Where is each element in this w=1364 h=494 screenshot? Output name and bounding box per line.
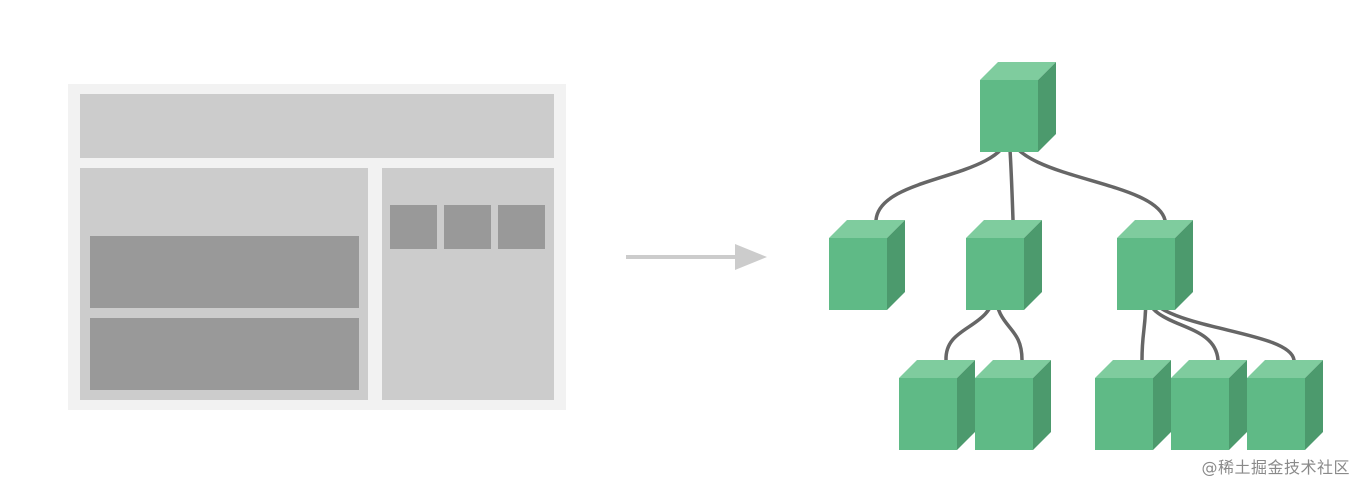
wireframe-sidebar-tile-1	[390, 205, 437, 249]
cube-icon	[966, 220, 1042, 310]
cube-icon	[975, 360, 1051, 450]
wireframe-content-block-2	[90, 318, 359, 390]
cube-icon	[829, 220, 905, 310]
cube-icon	[980, 62, 1056, 152]
arrow-right-icon	[626, 244, 767, 270]
cube-icon	[1247, 360, 1323, 450]
wireframe-content-block-1	[90, 236, 359, 308]
tree-connectors	[874, 133, 1296, 362]
page-layout-wireframe	[68, 84, 566, 410]
cube-icon	[1095, 360, 1171, 450]
cube-icon	[1171, 360, 1247, 450]
wireframe-sidebar-tile-2	[444, 205, 491, 249]
wireframe-header	[80, 94, 554, 158]
watermark: @稀土掘金技术社区	[1201, 458, 1350, 477]
wireframe-sidebar-tile-3	[498, 205, 545, 249]
cube-icon	[899, 360, 975, 450]
cube-icon	[1117, 220, 1193, 310]
